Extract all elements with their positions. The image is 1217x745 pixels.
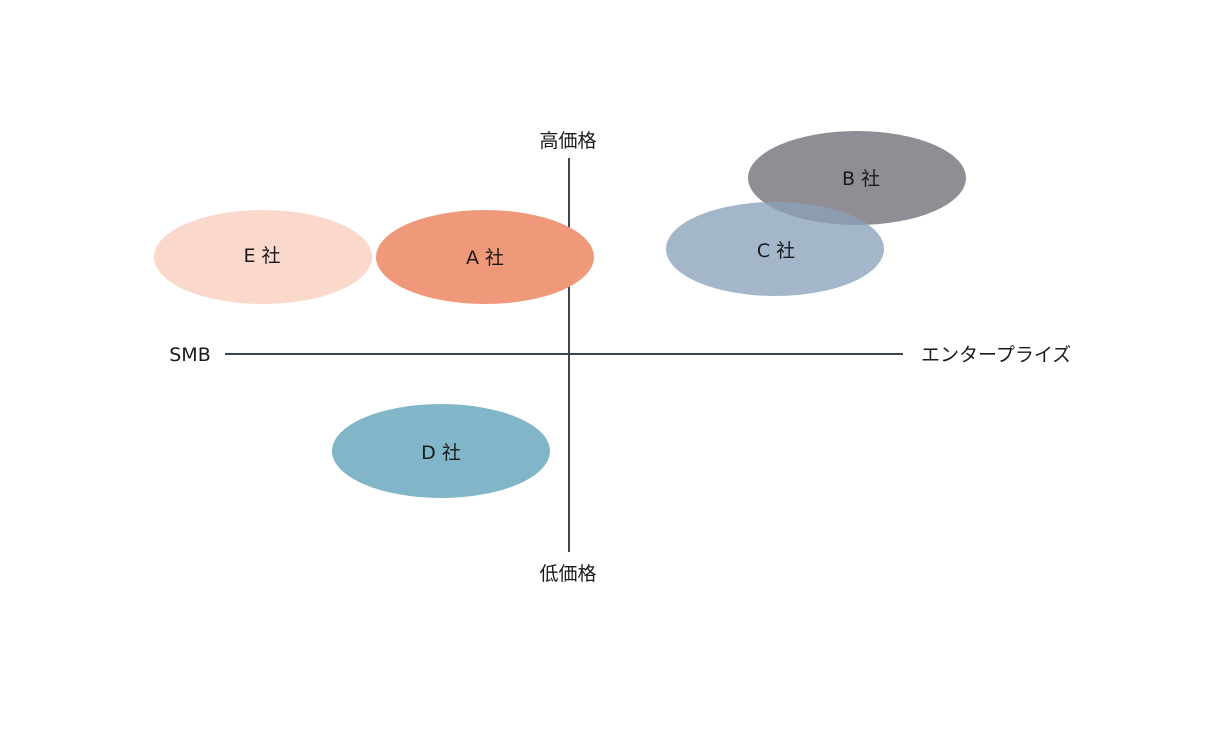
company-a-label: A 社: [466, 247, 504, 269]
company-d-group: D 社: [332, 404, 550, 498]
axis-label-top: 高価格: [539, 130, 596, 152]
axis-label-left: SMB: [169, 344, 211, 366]
company-e-group: E 社: [154, 210, 372, 304]
axis-label-bottom: 低価格: [539, 563, 596, 585]
company-c-group: C 社: [666, 202, 884, 296]
company-b-group: B 社: [748, 131, 966, 225]
company-d-ellipse: [332, 404, 550, 498]
company-b-ellipse: [748, 131, 966, 225]
axis-label-right: エンタープライズ: [921, 344, 1071, 366]
company-e-label: E 社: [243, 245, 280, 267]
company-d-label: D 社: [421, 442, 461, 464]
company-a-ellipse: [376, 210, 594, 304]
company-c-ellipse: [666, 202, 884, 296]
company-a-group: A 社: [376, 210, 594, 304]
company-e-ellipse: [154, 210, 372, 304]
company-b-label: B 社: [842, 168, 880, 190]
company-c-label: C 社: [757, 240, 795, 262]
